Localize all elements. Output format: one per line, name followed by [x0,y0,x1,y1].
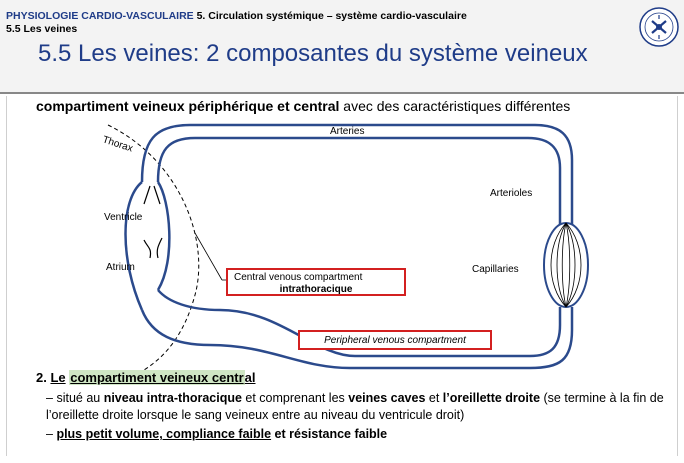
thorax-boundary [107,124,200,380]
bullet2-dash: – [46,427,53,441]
bullet1-bold3: l’oreillette droite [442,391,541,405]
bullet1-mid: et comprenant les [241,391,349,405]
arteries-outer [140,123,574,225]
point-2-heading: 2. Le compartiment veineux central [36,370,256,385]
university-seal-icon [639,7,679,47]
bullet1-post: (se termine à la fin de l’oreillette dro… [46,391,664,422]
bullet1-bold1: niveau intra-thoracique [103,391,242,405]
subtitle: compartiment veineux périphérique et cen… [36,98,570,114]
point-number: 2. [36,370,47,385]
arteries-inner [156,136,562,225]
valve-upper [143,185,161,205]
central-box-line1: Central venous compartment [234,272,363,283]
point-tail: al [244,370,256,385]
bullet1-bold2: veines caves [348,391,426,405]
course-title: PHYSIOLOGIE CARDIO-VASCULAIRE [6,10,194,22]
header-breadcrumb: PHYSIOLOGIE CARDIO-VASCULAIRE 5. Circula… [6,10,467,22]
slide-header [0,0,684,92]
page-title: 5.5 Les veines: 2 composantes du système… [38,40,588,67]
heart-outline [124,181,144,311]
section-label: 5.5 Les veines [6,23,78,35]
label-ventricle: Ventricle [104,212,143,223]
bullet2-underlined: plus petit volume, compliance faible [56,427,272,441]
point-le: Le [50,370,66,385]
subtitle-rest: avec des caractéristiques différentes [339,98,571,114]
label-capillaries: Capillaries [472,264,519,275]
label-arterioles: Arterioles [490,188,532,199]
bullet1-mid2: et [425,391,443,405]
bullet-location: – situé au niveau intra-thoracique et co… [46,390,676,424]
capillary-bed [543,222,589,308]
subtitle-bold: compartiment veineux périphérique et cen… [36,98,340,114]
bullet1-pre: situé au [56,391,104,405]
header-divider [0,92,684,94]
valve-lower [143,237,163,259]
bullet-properties: – plus petit volume, compliance faible e… [46,426,676,443]
central-venous-box: Central venous compartment intrathoraciq… [226,268,406,296]
highlighted-term: compartiment veineux centr [69,370,245,385]
chapter-title: 5. Circulation systémique – système card… [196,10,467,22]
bullet1-dash: – [46,391,53,405]
peripheral-venous-box: Peripheral venous compartment [298,330,492,350]
content-frame [6,96,678,456]
label-atrium: Atrium [106,262,135,273]
label-arteries: Arteries [330,126,364,137]
central-box-line2: intrathoracique [279,284,353,295]
veins-outer [140,307,574,370]
bullet2-rest: et résistance faible [271,427,388,441]
